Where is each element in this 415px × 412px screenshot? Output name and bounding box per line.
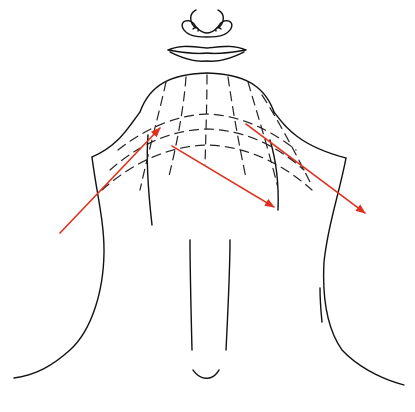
lips: [168, 46, 246, 61]
neck-line: [226, 240, 230, 350]
neck-line: [320, 288, 322, 322]
arrow-right-downward: [246, 124, 365, 213]
jaw-outline: [92, 112, 140, 157]
neck-line: [190, 240, 192, 350]
neck-outline-left: [14, 157, 104, 378]
sternal-notch: [193, 370, 219, 378]
arrow-left-upward: [60, 128, 160, 233]
jaw-outline: [274, 112, 346, 158]
arrow-center-downward: [172, 146, 274, 207]
nose: [182, 10, 232, 37]
dashed-grid: [102, 75, 312, 190]
